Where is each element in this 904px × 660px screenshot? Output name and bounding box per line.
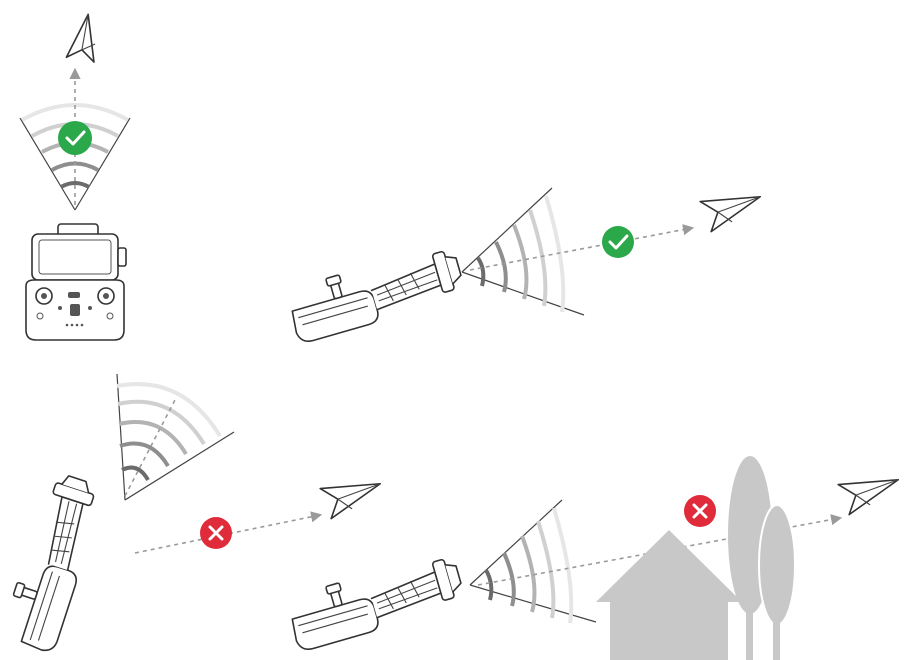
remote-antenna (291, 250, 462, 343)
paper-plane-icon (699, 195, 761, 233)
remote-antenna (291, 558, 462, 651)
remote-controller-with-phone (25, 223, 127, 341)
signal-cone (461, 187, 585, 316)
signal-cone (469, 499, 597, 624)
signal-direction-arrow (469, 224, 695, 271)
house-icon (596, 530, 742, 660)
check-circle-icon (58, 121, 92, 155)
cross-circle-icon (200, 517, 232, 549)
remote-antenna (12, 475, 95, 652)
tree-icon (728, 456, 796, 660)
cross-circle-icon (684, 495, 716, 527)
panel-rc-facing-up (19, 13, 131, 341)
panel-antenna-pointed-upward (12, 373, 381, 652)
paper-plane-icon (65, 13, 96, 63)
check-circle-icon (602, 226, 634, 258)
panel-antenna-pointed-at-aircraft (291, 187, 761, 343)
paper-plane-icon (837, 478, 899, 516)
panel-signal-blocked-by-obstacles (291, 456, 899, 660)
signal-cone (116, 373, 235, 501)
paper-plane-icon (319, 482, 381, 520)
